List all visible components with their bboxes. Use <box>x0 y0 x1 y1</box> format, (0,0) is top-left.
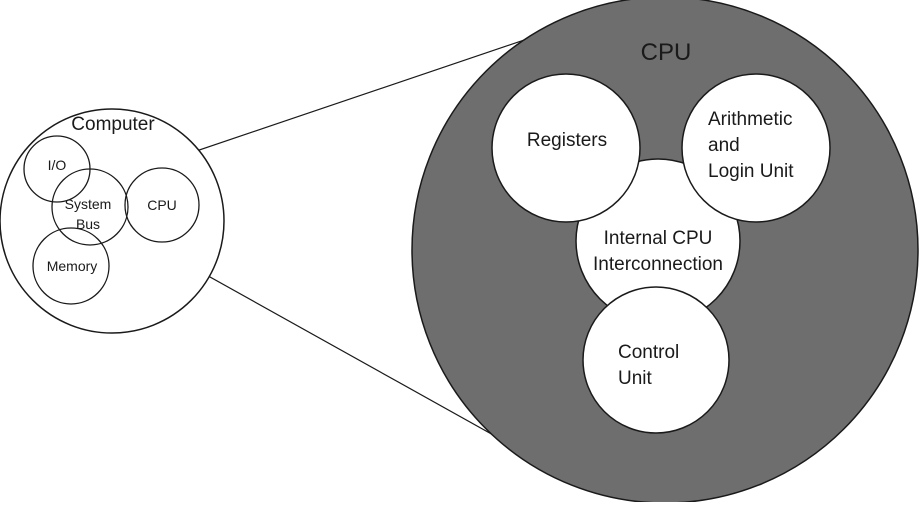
system-bus-circle <box>51 168 129 246</box>
computer-title: Computer <box>71 114 155 135</box>
control-unit-circle <box>582 286 730 434</box>
interconnection-label-line2: Interconnection <box>593 254 723 275</box>
system-bus-label-line1: System <box>65 196 112 212</box>
registers-label: Registers <box>527 130 607 151</box>
system-bus-label-line2: Bus <box>76 216 100 232</box>
registers-circle <box>491 73 641 223</box>
computer-circle <box>0 108 225 334</box>
cpu-detail-title: CPU <box>641 39 692 66</box>
io-label: I/O <box>48 157 67 173</box>
memory-label: Memory <box>47 258 98 274</box>
control-unit-label-line2: Unit <box>618 368 653 389</box>
cpu-small-circle <box>124 167 200 243</box>
alu-circle <box>681 73 831 223</box>
cpu-small-label: CPU <box>147 197 177 213</box>
alu-label-line3: Login Unit <box>708 161 794 182</box>
memory-circle <box>32 227 110 305</box>
interconnection-label-line1: Internal CPU <box>604 228 713 249</box>
control-unit-label-line1: Control <box>618 342 679 363</box>
alu-label-line2: and <box>708 135 740 156</box>
alu-label-line1: Arithmetic <box>708 109 792 130</box>
